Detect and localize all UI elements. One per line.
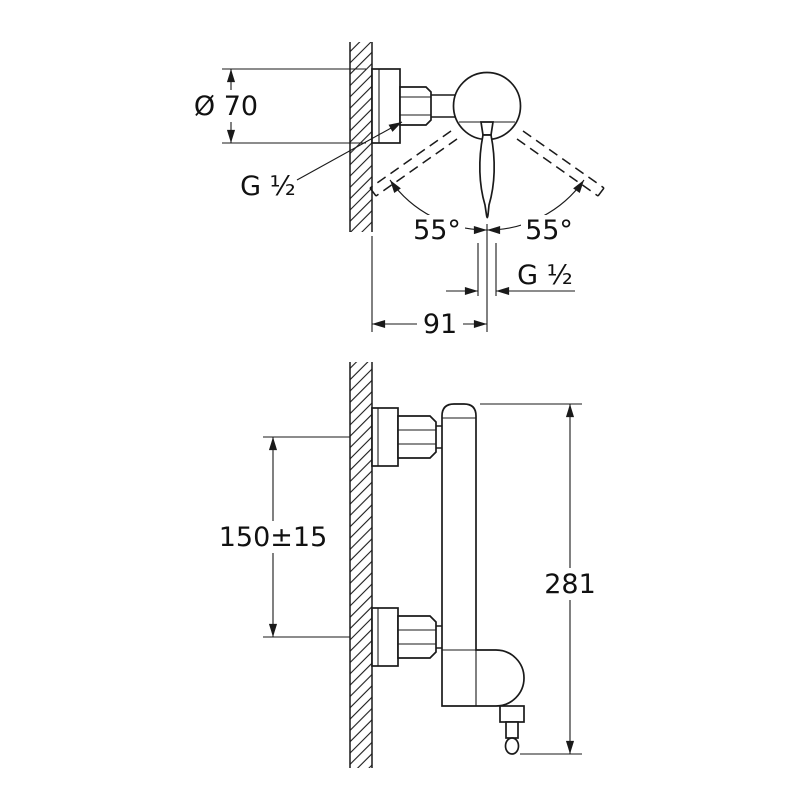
lower-union-nut [397,615,437,659]
lever-swivel-range-dashed [369,130,605,197]
union-nut-side [399,86,456,126]
angle-left-label: 55° [413,215,461,246]
lever-hub [480,121,494,136]
dim-angle-left: 55° [409,215,465,246]
body-silhouette [441,403,525,707]
front-view: 150±15 281 [218,362,600,768]
diameter-label: Ø 70 [194,91,258,122]
shower-outlet [499,705,525,755]
upper-connection [371,407,443,467]
dim-connection-spacing: 150±15 [218,436,350,638]
valve-body-circle [452,71,522,141]
lever-handle [478,134,496,219]
dim-total-height: 281 [480,403,600,755]
total-height-label: 281 [544,569,596,600]
wall-section-top [349,42,373,232]
faucet-body-front [441,403,525,707]
upper-union-nut [397,415,437,459]
upper-escutcheon [371,407,399,467]
wall-hatch-top [350,42,372,232]
connection-spacing-label: 150±15 [219,522,328,553]
wall-hatch-front [350,362,372,768]
dim-projection-91: 91 [371,236,487,340]
lower-escutcheon [371,607,399,667]
outlet-drop-tip [504,737,520,755]
dim-thread-outlet: G ½ [446,243,575,296]
dim-thread-inlet: G ½ [240,121,403,202]
side-view: Ø 70 G ½ 55° 55° G ½ 91 [187,42,605,340]
wall-section-front [349,362,373,768]
outlet-thread-label: G ½ [517,260,573,291]
lower-connection [371,607,443,667]
escutcheon-side [371,68,401,144]
projection-label: 91 [423,309,457,340]
dim-angle-right: 55° [521,215,577,246]
angle-right-label: 55° [525,215,573,246]
dim-diameter-70: Ø 70 [187,68,366,144]
inlet-thread-label: G ½ [240,171,296,202]
